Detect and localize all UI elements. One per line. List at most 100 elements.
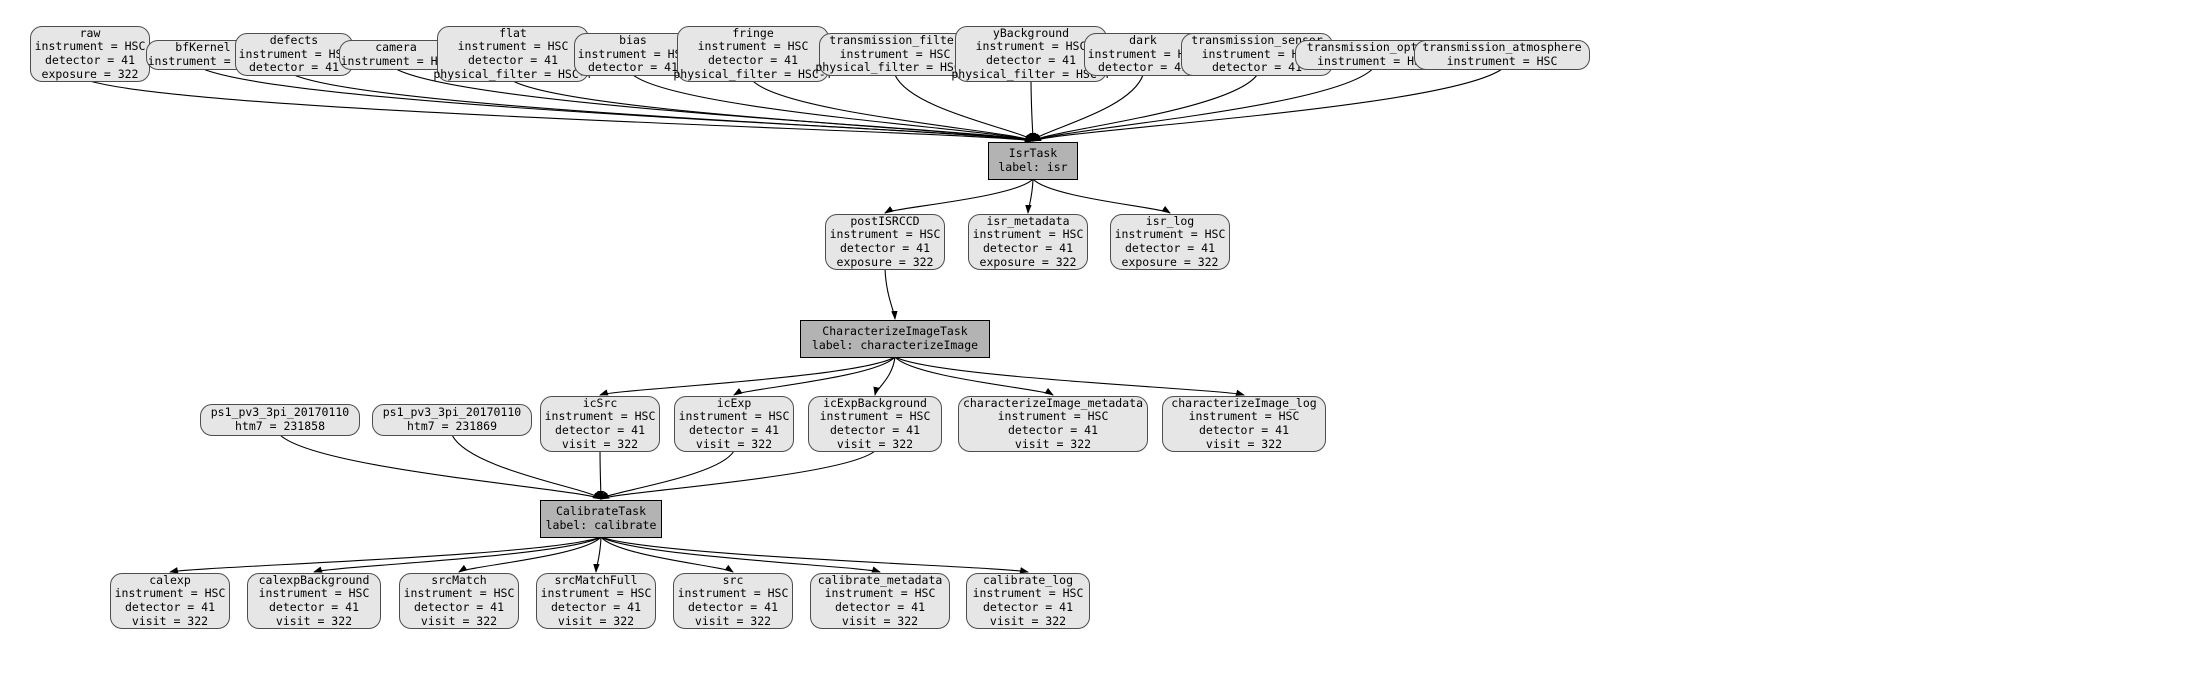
- node-title: ps1_pv3_3pi_20170110: [210, 405, 350, 420]
- edge-transmission_sensor-to-IsrTask: [1032, 74, 1258, 142]
- node-attribute: detector = 41: [1007, 423, 1098, 437]
- node-attribute: detector = 41: [44, 53, 135, 67]
- node-attribute: visit = 322: [1014, 436, 1092, 451]
- node-attribute: instrument = HSC: [1446, 54, 1558, 68]
- node-attribute: detector = 41: [1124, 241, 1215, 255]
- node-attribute: detector = 41: [688, 423, 779, 437]
- node-attribute: exposure = 322: [836, 254, 934, 269]
- node-attribute: instrument = HSC: [34, 39, 146, 54]
- node-title: IsrTask: [1008, 146, 1058, 161]
- node-attribute: instrument = HSC: [238, 46, 350, 61]
- edge-bfKernel-to-IsrTask: [202, 68, 1034, 143]
- node-attribute: instrument = HSC: [819, 409, 931, 424]
- edge-CalibrateTask-to-calexp: [169, 536, 602, 574]
- node-attribute: instrument = HSC: [403, 586, 515, 601]
- node-title: defects: [269, 33, 319, 48]
- node-title: srcMatchFull: [554, 572, 638, 587]
- node-attribute: htm7 = 231858: [234, 419, 325, 433]
- edge-CharacterizeImageTask-to-icSrc: [599, 356, 896, 396]
- node-title: yBackground: [992, 25, 1070, 40]
- node-title: CalibrateTask: [555, 504, 646, 519]
- node-title: icExpBackground: [823, 395, 927, 410]
- edge-postISRCCD-to-CharacterizeImageTask: [884, 268, 898, 320]
- node-attribute: instrument = HSC: [975, 39, 1087, 54]
- edge-CalibrateTask-to-srcMatch: [458, 536, 602, 573]
- node-title: camera: [375, 40, 417, 55]
- node-attribute: detector = 41: [834, 600, 925, 614]
- node-attribute: physical_filter = HSC-Y: [673, 66, 833, 81]
- node-attribute: detector = 41: [982, 241, 1073, 255]
- edge-CharacterizeImageTask-to-icExp: [733, 356, 896, 396]
- edge-icExp-to-CalibrateTask: [600, 450, 735, 500]
- node-attribute: instrument = HSC: [829, 227, 941, 242]
- node-attribute: detector = 41: [839, 241, 930, 255]
- node-attribute: instrument = HSC: [972, 227, 1084, 242]
- node-attribute: visit = 322: [275, 613, 353, 628]
- node-attribute: detector = 41: [687, 600, 778, 614]
- node-title: bias: [619, 33, 647, 48]
- node-attribute: detector = 41: [707, 53, 798, 67]
- node-attribute: detector = 41: [124, 600, 215, 614]
- node-attribute: instrument = HSC: [824, 586, 936, 601]
- edge-transmission_filter-to-IsrTask: [894, 74, 1034, 142]
- node-attribute: label: calibrate: [545, 518, 657, 532]
- edge-defects-to-IsrTask: [293, 74, 1034, 143]
- node-title: transmission_sensor: [1191, 33, 1323, 48]
- node-attribute: detector = 41: [268, 600, 359, 614]
- node-title: fringe: [732, 25, 774, 40]
- edge-CharacterizeImageTask-to-characterizeImage_log: [894, 356, 1245, 396]
- node-attribute: visit = 322: [694, 613, 772, 628]
- node-title: characterizeImage_metadata: [962, 395, 1143, 410]
- node-title: postISRCCD: [850, 213, 920, 228]
- node-attribute: detector = 41: [982, 600, 1073, 614]
- edge-paths: [89, 68, 1503, 574]
- node-title: dark: [1129, 33, 1157, 48]
- edge-CalibrateTask-to-srcMatchFull: [593, 536, 602, 573]
- node-attribute: instrument = HSC: [972, 586, 1084, 601]
- node-attribute: detector = 41: [413, 600, 504, 614]
- node-attribute: instrument = HSC: [1317, 54, 1428, 68]
- node-attribute: detector = 41: [248, 60, 339, 75]
- edge-icExpBackground-to-CalibrateTask: [600, 450, 876, 500]
- node-attribute: label: characterizeImage: [811, 338, 979, 352]
- node-attribute: detector = 41: [1097, 60, 1188, 75]
- node-attribute: instrument = HSC: [258, 586, 370, 601]
- node-attribute: instrument = HSC: [114, 586, 226, 601]
- edge-icSrc-to-CalibrateTask: [597, 450, 605, 500]
- node-title: calibrate_log: [982, 572, 1073, 587]
- node-attribute: instrument = HSC: [1188, 409, 1300, 424]
- node-title: ps1_pv3_3pi_20170110: [382, 405, 522, 420]
- node-attribute: instrument = HSC: [839, 46, 951, 61]
- node-attribute: instrument = HSC: [677, 586, 789, 601]
- node-title: characterizeImage_log: [1171, 395, 1317, 410]
- edge-CharacterizeImageTask-to-icExpBackground: [873, 356, 896, 396]
